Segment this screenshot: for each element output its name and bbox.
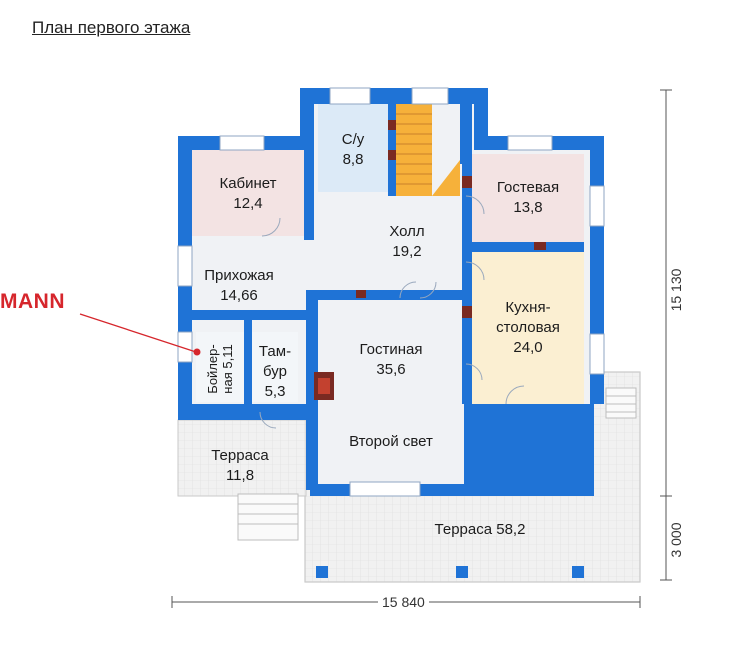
- terrace-post: [316, 566, 328, 578]
- terrace-large-label: Терраса 58,2: [434, 521, 526, 538]
- bathroom-room: [318, 104, 388, 192]
- boiler-room: [196, 332, 244, 402]
- plan-title: План первого этажа: [32, 18, 191, 37]
- window: [219, 135, 265, 151]
- living-room: [318, 300, 464, 484]
- brand-label: MANN: [0, 290, 65, 313]
- kitchen-room: [472, 252, 584, 404]
- boiler-label: Бойлер-ная 5,11: [205, 344, 235, 394]
- terrace-post: [572, 566, 584, 578]
- office-room: [192, 150, 304, 236]
- window: [177, 331, 193, 363]
- terrace-post: [456, 566, 468, 578]
- vestibule-room: [252, 332, 298, 402]
- dimension-height-terrace: 3 000: [668, 522, 684, 558]
- window: [589, 333, 605, 375]
- window: [349, 481, 421, 497]
- terrace-steps-right: [605, 387, 637, 419]
- window: [589, 185, 605, 227]
- living-note: Второй свет: [349, 433, 433, 450]
- window: [177, 245, 193, 287]
- window: [507, 135, 553, 151]
- window: [329, 87, 371, 105]
- dimension-height-main: 15 130: [668, 268, 684, 312]
- window: [411, 87, 449, 105]
- terrace-steps-left: [237, 493, 299, 541]
- boiler-marker: [193, 348, 201, 356]
- terrace-small-floor: [177, 419, 307, 497]
- guest-room: [472, 154, 584, 242]
- dimension-width: 15 840: [378, 594, 429, 610]
